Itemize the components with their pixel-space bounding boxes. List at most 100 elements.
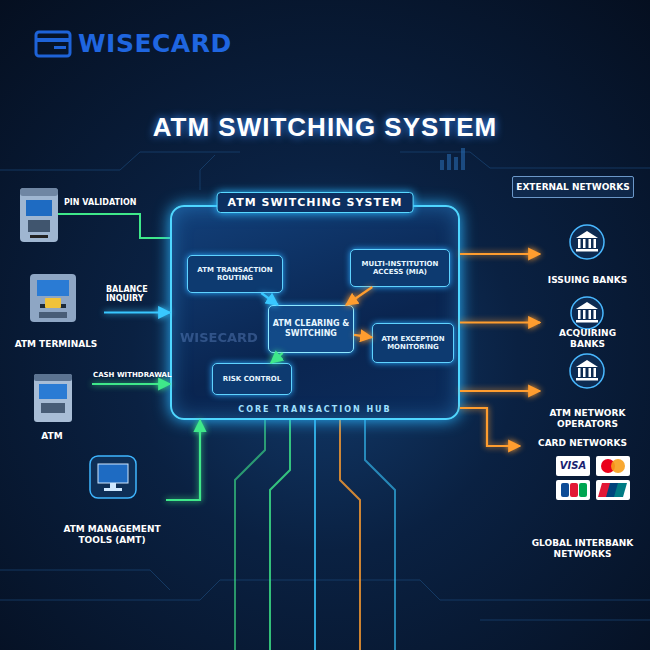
atm-body [34,374,72,422]
bank-node: ATM NETWORK OPERATORS [540,352,635,430]
connector-label: CASH WITHDRAWAL [93,371,171,379]
atm-top [34,374,72,381]
bank-base [576,320,598,323]
data-stream [365,420,395,650]
bank-column [583,368,586,377]
node-label: ACQUIRING BANKS [540,328,635,350]
bank-column [594,239,597,248]
bank-roof [576,360,598,367]
bank-icon [570,354,604,388]
circuit-trace [400,152,650,168]
bank-base [576,249,598,252]
node-label: ISSUING BANKS [548,275,627,286]
bank-column [578,368,581,377]
terminal-screen [37,280,69,296]
bank-column [589,310,592,319]
bank-roof [576,231,598,238]
bank-column [578,239,581,248]
visa-logo-bg [556,456,590,476]
bank-column [578,310,581,319]
node-label: CARD NETWORKS [538,438,627,449]
flow-connector [460,390,540,392]
unionpay-logo-bg [596,480,630,500]
jcb-block [561,483,569,497]
atm-keypad [41,403,65,413]
atm-keypad [28,220,50,232]
card-logos [556,456,630,500]
bank-column [589,368,592,377]
mastercard-logo-bg [596,456,630,476]
atm-screen [39,384,67,399]
watermark: WISECARD [180,330,258,345]
card-logo-text: VISA [556,460,590,471]
icon-circle [571,297,603,329]
tool-node: ATM MANAGEMENT TOOLS (AMT) [58,454,166,546]
data-stream [340,420,360,650]
circuit-trace [0,570,170,590]
flow-connector [460,321,540,323]
flow-connector [104,311,170,313]
atm-icon [34,374,72,422]
logo-card-icon [36,32,70,56]
node-label: GLOBAL INTERBANK NETWORKS [520,538,645,560]
module-box: ATM EXCEPTION MONITORING [372,323,454,363]
mastercard-circle [611,459,625,473]
bank-card [45,298,61,308]
network-node: CARD NETWORKS GLOBAL INTERBANK NETWORKS [520,438,645,560]
module-text: ATM TRANSACTION ROUTING [190,266,280,283]
bank-column [583,310,586,319]
brand-logo-text: WISECARD [78,29,232,58]
jcb-logo-bg [556,480,590,500]
bank-roof [576,302,598,309]
chart-bar [447,154,451,170]
module-box: RISK CONTROL [212,363,292,395]
flow-connector [92,383,170,385]
circuit-trace [480,620,650,621]
card-chip [54,46,66,49]
circuit-trace [0,580,650,600]
header-text: EXTERNAL NETWORKS [516,182,629,193]
atm-illustration [20,188,58,242]
bank-column [589,239,592,248]
data-streams [235,420,395,650]
icon-circle [570,225,604,259]
card-stripe [36,38,70,42]
group-header-box: EXTERNAL NETWORKS [512,176,634,198]
monitor-screen [98,464,128,483]
diagram-title: ATM SWITCHING SYSTEM [0,112,650,143]
bank-node: ACQUIRING BANKS [540,295,635,350]
core-module-box: ATM CLEARING & SWITCHING [268,305,354,353]
node-label: ATM NETWORK OPERATORS [540,408,635,430]
platform-caption: CORE TRANSACTION HUB [172,405,458,414]
chart-bar [461,148,465,170]
monitor-stand [110,483,116,488]
module-text: ATM EXCEPTION MONITORING [375,335,451,352]
module-text: MULTI-INSTITUTION ACCESS (MIA) [353,260,447,277]
platform-banner: ATM SWITCHING SYSTEM [217,192,414,213]
data-stream [270,420,290,650]
card-outline [36,32,70,56]
circuit-traces [0,152,650,620]
circuit-trace [200,155,215,190]
module-box: ATM TRANSACTION ROUTING [187,255,283,293]
monitor-base [104,488,122,491]
switching-platform: ATM SWITCHING SYSTEMCORE TRANSACTION HUB… [170,205,460,420]
node-label: ATM [41,431,62,442]
terminal-node: ATM [12,372,92,442]
node-label: ATM TERMINALS [15,339,98,350]
flow-label: PIN VALIDATION [64,198,136,207]
node-label: ATM MANAGEMENT TOOLS (AMT) [58,524,166,546]
atm-top [20,188,58,196]
bank-base [576,378,598,381]
atm-body [20,188,58,242]
bank-column [583,239,586,248]
atm-terminal-icon [30,274,76,322]
bank-column [594,310,597,319]
icon-tile [90,456,136,498]
jcb-block [570,483,578,497]
management-tool-icon [90,456,136,498]
terminal-node: ATM TERMINALS [8,272,104,350]
flow-connector [460,408,520,446]
chart-bar [454,157,458,170]
